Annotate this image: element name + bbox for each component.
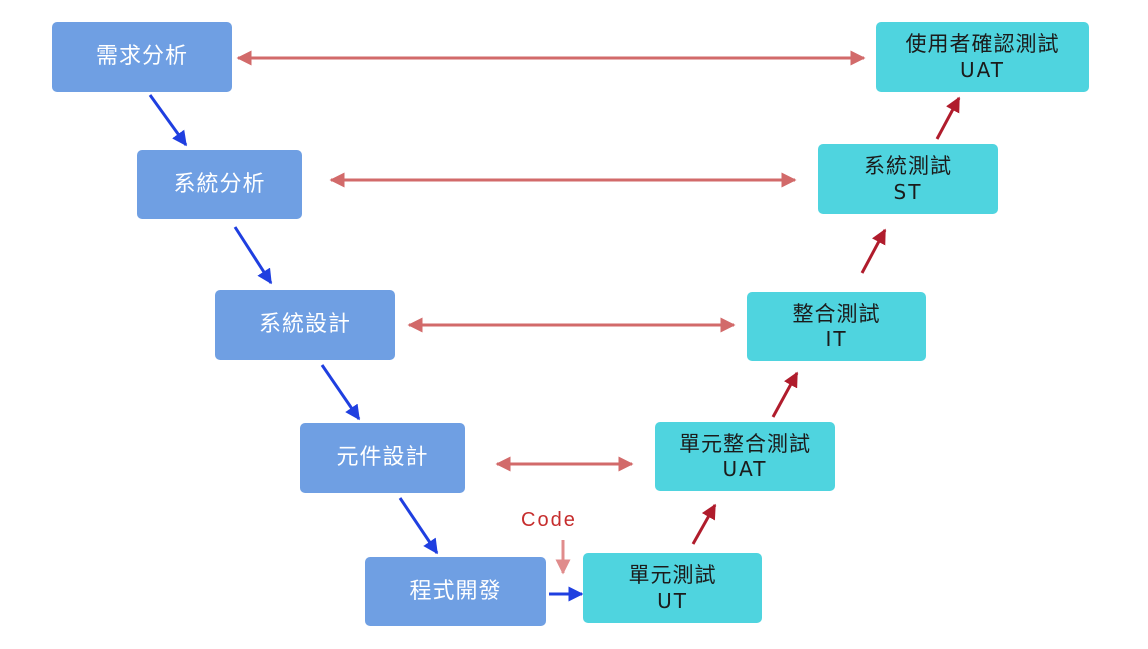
- box-unit-integration-test: 單元整合測試 UAT: [655, 422, 835, 491]
- box-abbr: IT: [825, 327, 848, 352]
- box-label: 元件設計: [336, 445, 429, 471]
- box-label: 程式開發: [409, 578, 502, 604]
- box-abbr: UAT: [722, 457, 768, 482]
- box-component-design: 元件設計: [300, 423, 465, 493]
- box-label: 需求分析: [95, 44, 188, 70]
- box-label: 單元測試: [628, 563, 717, 588]
- box-label: 單元整合測試: [679, 431, 811, 456]
- box-user-acceptance-test: 使用者確認測試 UAT: [876, 22, 1089, 92]
- flow-arrow-uit-it: [771, 371, 799, 418]
- box-system-analysis: 系統分析: [137, 150, 302, 219]
- box-label: 整合測試: [792, 301, 881, 326]
- box-abbr: UT: [657, 588, 688, 613]
- box-unit-test: 單元測試 UT: [583, 553, 762, 623]
- box-abbr: UAT: [960, 57, 1005, 82]
- box-program-development: 程式開發: [365, 557, 546, 626]
- flow-arrow-it-st: [860, 228, 887, 274]
- flow-arrow-cd-dev: [398, 497, 439, 555]
- box-label: 系統分析: [173, 171, 266, 197]
- box-requirements-analysis: 需求分析: [52, 22, 232, 92]
- flow-arrow-sa-sd: [233, 226, 273, 285]
- box-label: 系統測試: [864, 154, 952, 179]
- box-system-design: 系統設計: [215, 290, 395, 360]
- flow-arrow-sd-cd: [320, 364, 361, 421]
- flow-arrow-req-sa: [148, 94, 188, 147]
- box-abbr: ST: [893, 179, 923, 204]
- flow-arrow-st-uat: [935, 96, 961, 140]
- code-label: Code: [521, 509, 577, 531]
- flow-arrow-ut-uit: [691, 503, 717, 545]
- box-label: 系統設計: [258, 312, 351, 338]
- box-integration-test: 整合測試 IT: [747, 292, 926, 361]
- box-system-test: 系統測試 ST: [818, 144, 998, 214]
- box-label: 使用者確認測試: [905, 32, 1060, 57]
